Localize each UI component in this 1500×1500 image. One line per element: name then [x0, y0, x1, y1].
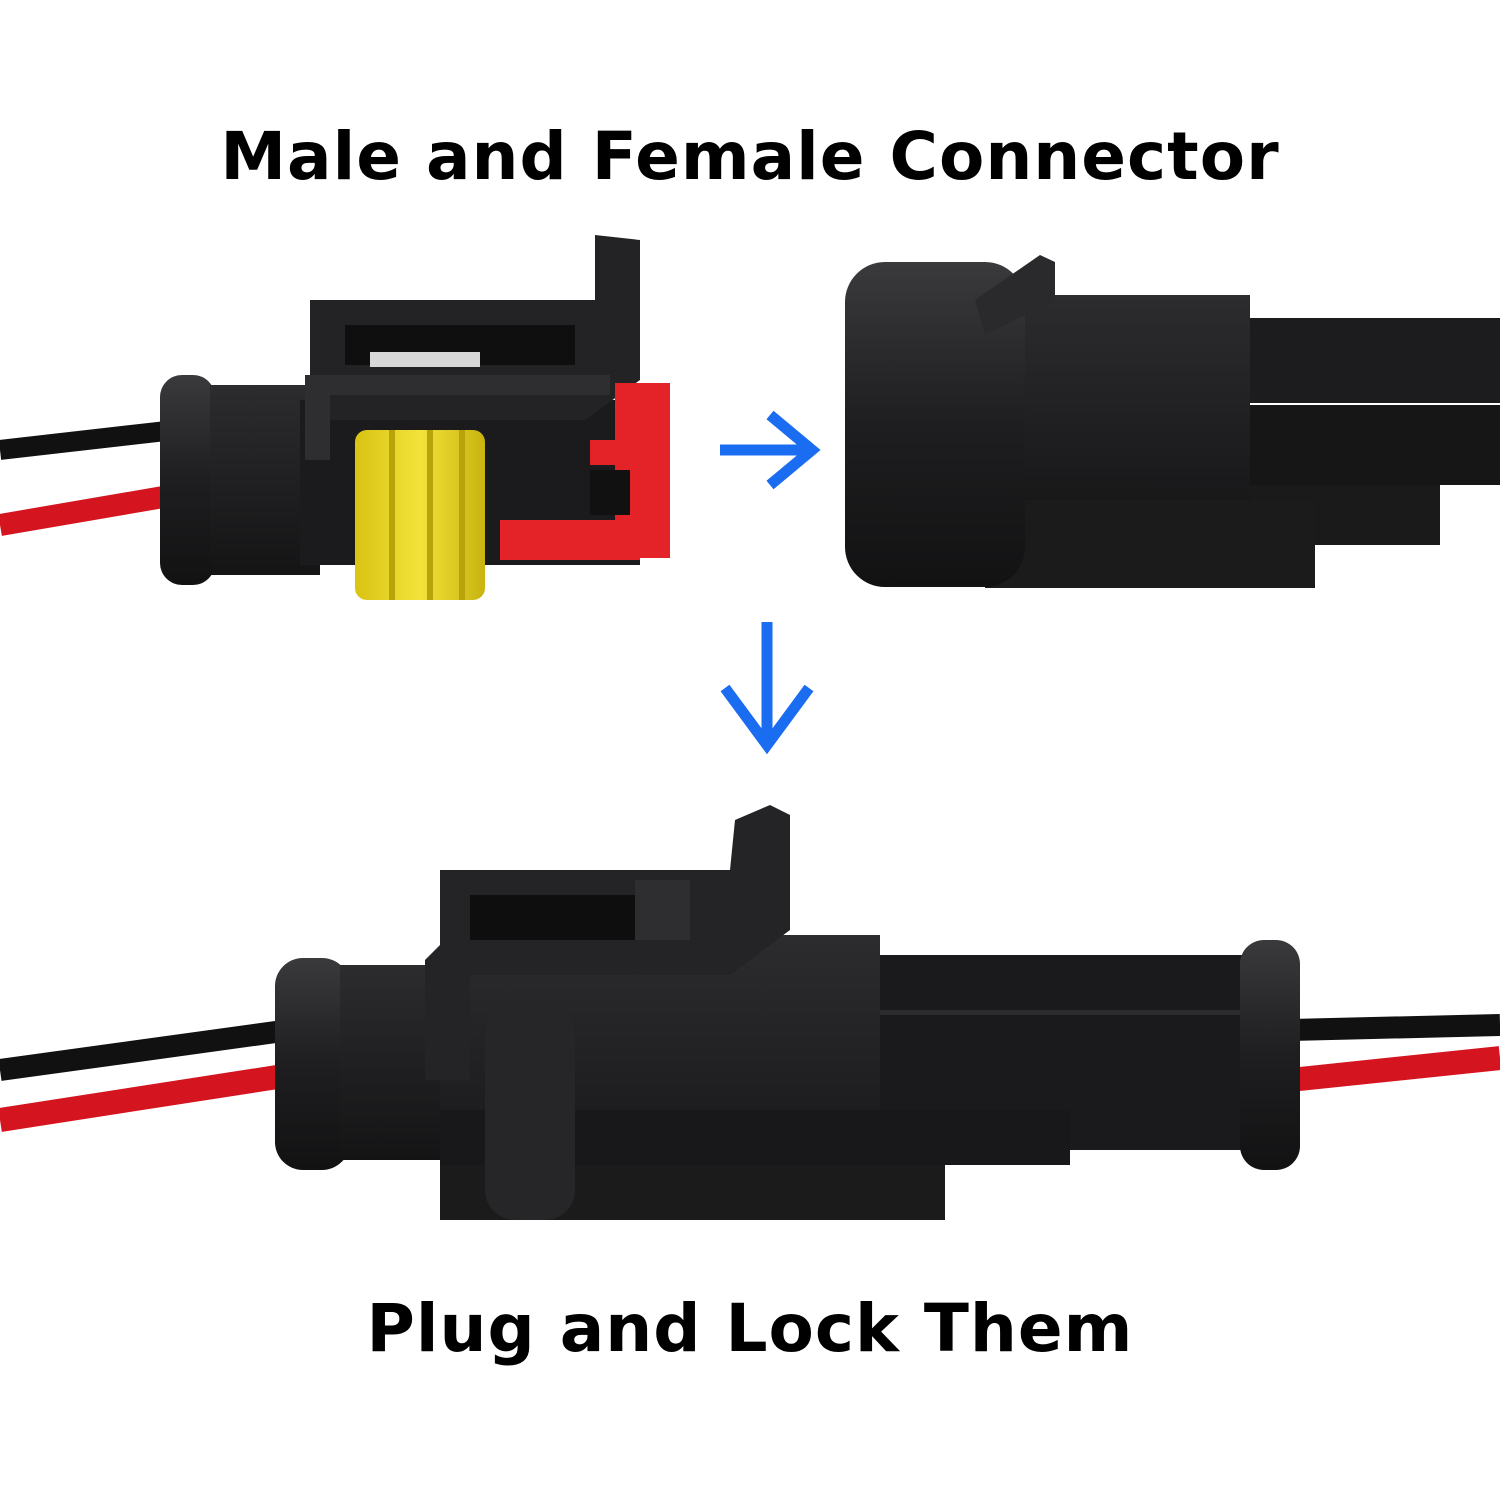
yellow-seal [355, 430, 485, 600]
red-wire-left [0, 1063, 292, 1132]
caption-plug-and-lock: Plug and Lock Them [366, 1290, 1134, 1367]
female-connector [0, 235, 670, 600]
right-end-cap [1240, 940, 1300, 1170]
mated-latch [425, 805, 790, 1080]
arrow-down-icon [720, 622, 814, 755]
male-front-face [845, 262, 1025, 587]
black-wire-left [0, 1019, 292, 1081]
caption-male-female-connector: Male and Female Connector [220, 118, 1280, 195]
end-cap [160, 375, 215, 585]
red-wire [0, 484, 177, 536]
red-wire-right [1288, 1046, 1500, 1092]
arrow-right-icon [720, 410, 821, 490]
male-connector [845, 255, 1500, 588]
left-end-cap [275, 958, 350, 1170]
black-wire-right [1289, 1014, 1500, 1041]
black-wire [0, 420, 177, 460]
lock-tab [975, 255, 1055, 335]
mated-connector [0, 805, 1500, 1220]
